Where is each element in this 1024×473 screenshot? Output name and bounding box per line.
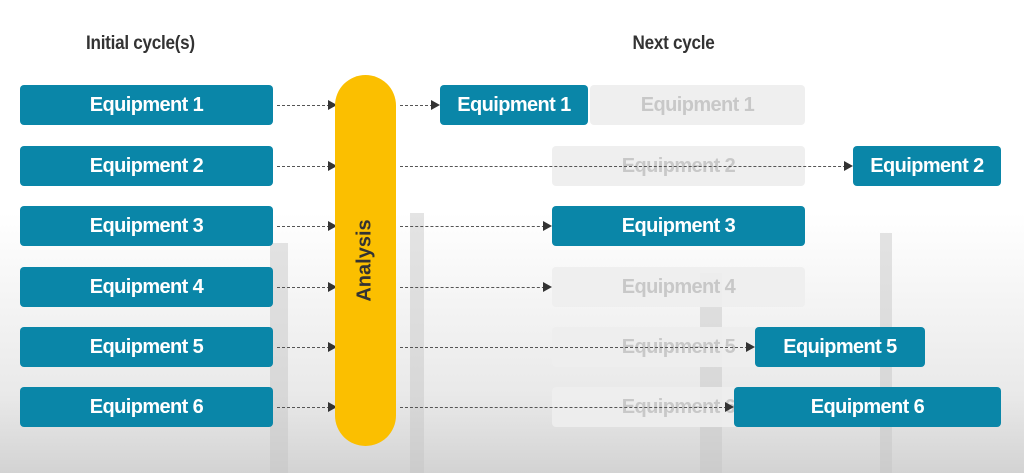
next-equipment-2: Equipment 2 bbox=[853, 146, 1001, 186]
next-equipment-3: Equipment 3 bbox=[552, 206, 805, 246]
initial-equipment-3: Equipment 3 bbox=[20, 206, 273, 246]
arrow-to-equipment-2 bbox=[400, 161, 853, 171]
arrow-to-equipment-5 bbox=[400, 342, 755, 352]
initial-equipment-5: Equipment 5 bbox=[20, 327, 273, 367]
next-equipment-6: Equipment 6 bbox=[734, 387, 1001, 427]
initial-equipment-1: Equipment 1 bbox=[20, 85, 273, 125]
arrow-to-analysis bbox=[277, 402, 337, 412]
ghost-equipment-4: Equipment 4 bbox=[552, 267, 805, 307]
background-tower bbox=[270, 243, 288, 473]
arrow-to-analysis bbox=[277, 282, 337, 292]
ghost-equipment-1: Equipment 1 bbox=[590, 85, 805, 125]
next-equipment-5: Equipment 5 bbox=[755, 327, 925, 367]
analysis-bar: Analysis bbox=[335, 75, 396, 446]
background-tower bbox=[410, 213, 424, 473]
initial-equipment-2: Equipment 2 bbox=[20, 146, 273, 186]
arrow-to-equipment-3 bbox=[400, 221, 552, 231]
arrow-to-equipment-1 bbox=[400, 100, 440, 110]
arrow-to-analysis bbox=[277, 342, 337, 352]
arrow-to-equipment-4 bbox=[400, 282, 552, 292]
heading-initial-cycles: Initial cycle(s) bbox=[86, 33, 195, 54]
heading-next-cycle: Next cycle bbox=[632, 33, 715, 54]
initial-equipment-6: Equipment 6 bbox=[20, 387, 273, 427]
arrow-to-analysis bbox=[277, 100, 337, 110]
next-equipment-1: Equipment 1 bbox=[440, 85, 588, 125]
arrow-to-equipment-6 bbox=[400, 402, 734, 412]
analysis-label: Analysis bbox=[354, 219, 377, 302]
arrow-to-analysis bbox=[277, 221, 337, 231]
initial-equipment-4: Equipment 4 bbox=[20, 267, 273, 307]
arrow-to-analysis bbox=[277, 161, 337, 171]
